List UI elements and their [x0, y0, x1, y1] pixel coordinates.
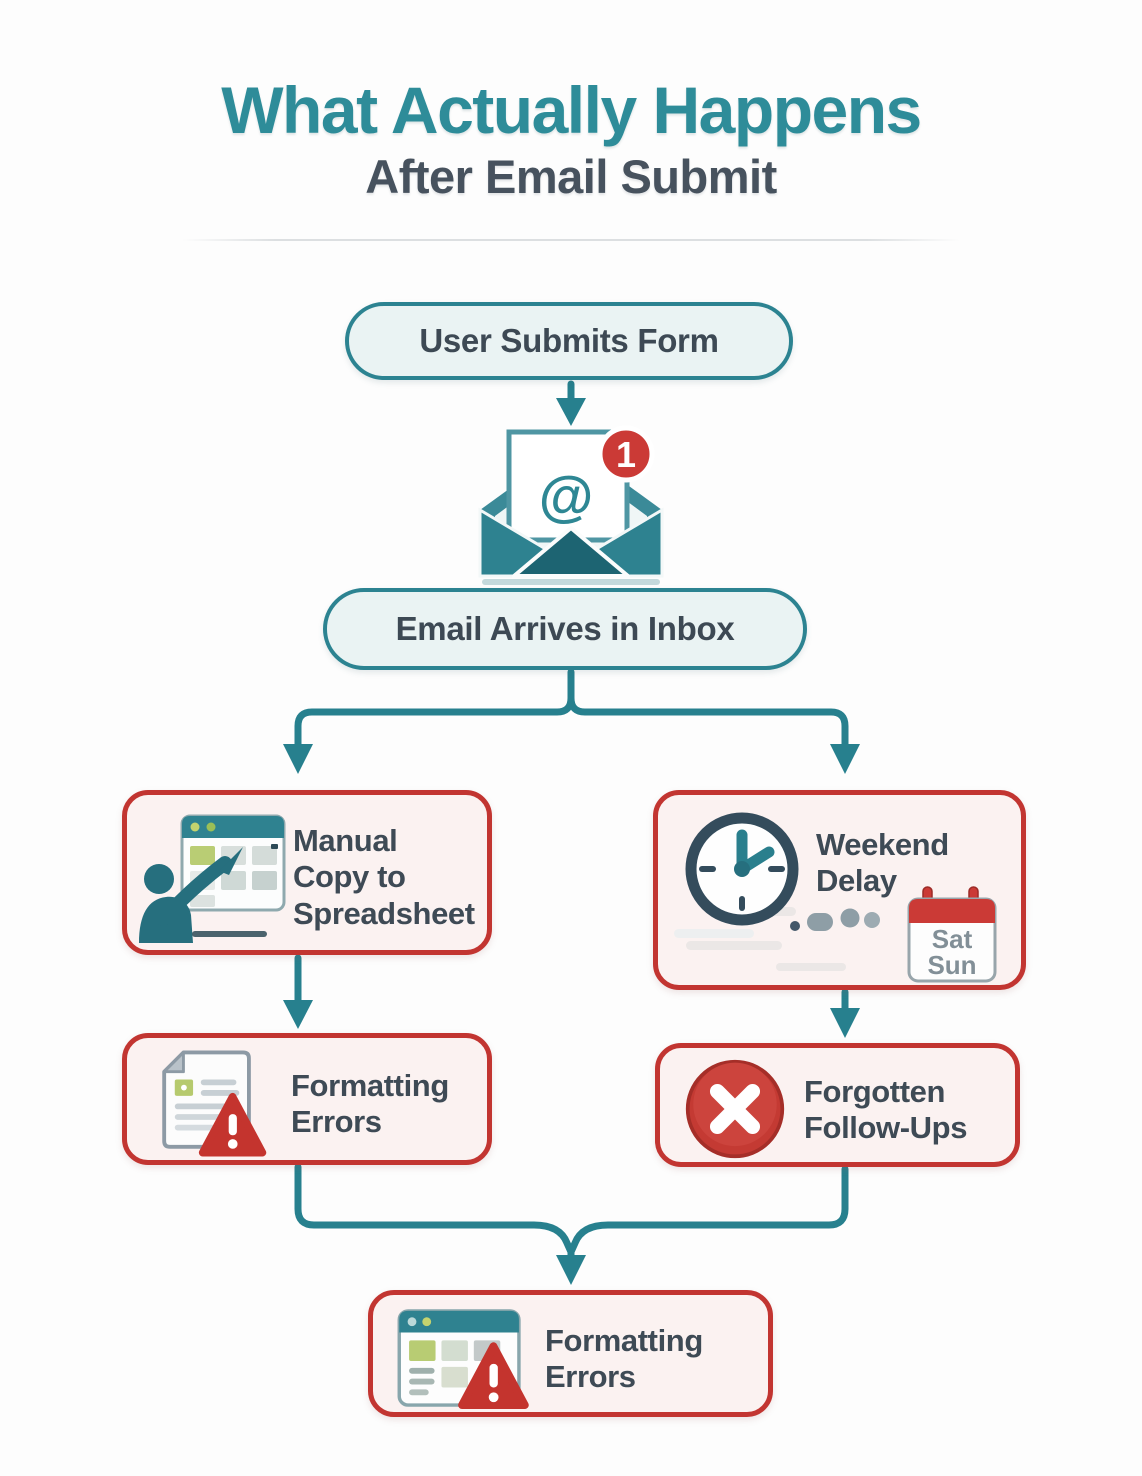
connector-merge-left: [294, 1163, 575, 1256]
node-final-formatting-errors: Formatting Errors: [368, 1290, 773, 1417]
page-header: What Actually Happens After Email Submit: [0, 73, 1142, 204]
connector-merge-right: [567, 1165, 849, 1256]
notification-badge: [597, 425, 655, 483]
node-formatting-errors: Formatting Errors: [122, 1033, 492, 1165]
calendar-day-sun: Sun: [927, 950, 976, 980]
badge-count: 1: [616, 434, 636, 475]
envelope-fold: [512, 526, 630, 578]
header-divider: [182, 239, 960, 241]
calendar-icon: Sat Sun: [907, 886, 997, 983]
node-label: User Submits Form: [419, 322, 719, 359]
arrowhead-submit: [556, 398, 586, 426]
node-label: Formatting Errors: [545, 1323, 703, 1395]
clock-icon: [674, 812, 880, 938]
arrowhead-right-branch: [830, 744, 860, 774]
page-title: What Actually Happens: [221, 73, 922, 147]
envelope-shadow: [482, 579, 660, 585]
node-label: Email Arrives in Inbox: [395, 610, 735, 647]
node-manual-copy-spreadsheet: Manual Copy to Spreadsheet: [122, 790, 492, 955]
arrowhead-final: [556, 1255, 586, 1285]
connector-branch-right: [567, 694, 849, 750]
spreadsheet-person-icon: [139, 814, 286, 943]
arrowhead-right-mid: [830, 1008, 860, 1038]
email-envelope-icon: @ 1: [476, 425, 666, 586]
node-label: Forgotten Follow-Ups: [804, 1074, 968, 1146]
browser-warning-icon: [397, 1309, 529, 1410]
ghost-line: [776, 963, 846, 971]
node-email-arrives-inbox: Email Arrives in Inbox: [323, 588, 807, 670]
node-label: Manual Copy to Spreadsheet: [293, 823, 475, 931]
node-label: Weekend Delay: [816, 827, 949, 899]
ghost-line: [686, 941, 782, 950]
node-weekend-delay: Weekend Delay Sat Sun: [653, 790, 1026, 990]
node-label: Formatting Errors: [291, 1068, 449, 1140]
connector-branch-left: [294, 668, 575, 750]
x-circle-icon: [685, 1059, 785, 1159]
node-user-submits-form: User Submits Form: [345, 302, 793, 380]
at-symbol: @: [539, 464, 594, 527]
calendar-day-sat: Sat: [932, 924, 973, 954]
node-forgotten-followups: Forgotten Follow-Ups: [655, 1043, 1020, 1167]
arrowhead-left-mid: [283, 1000, 313, 1029]
page-subtitle: After Email Submit: [365, 150, 777, 204]
document-warning-icon: [162, 1050, 267, 1157]
arrowhead-left-branch: [283, 744, 313, 774]
